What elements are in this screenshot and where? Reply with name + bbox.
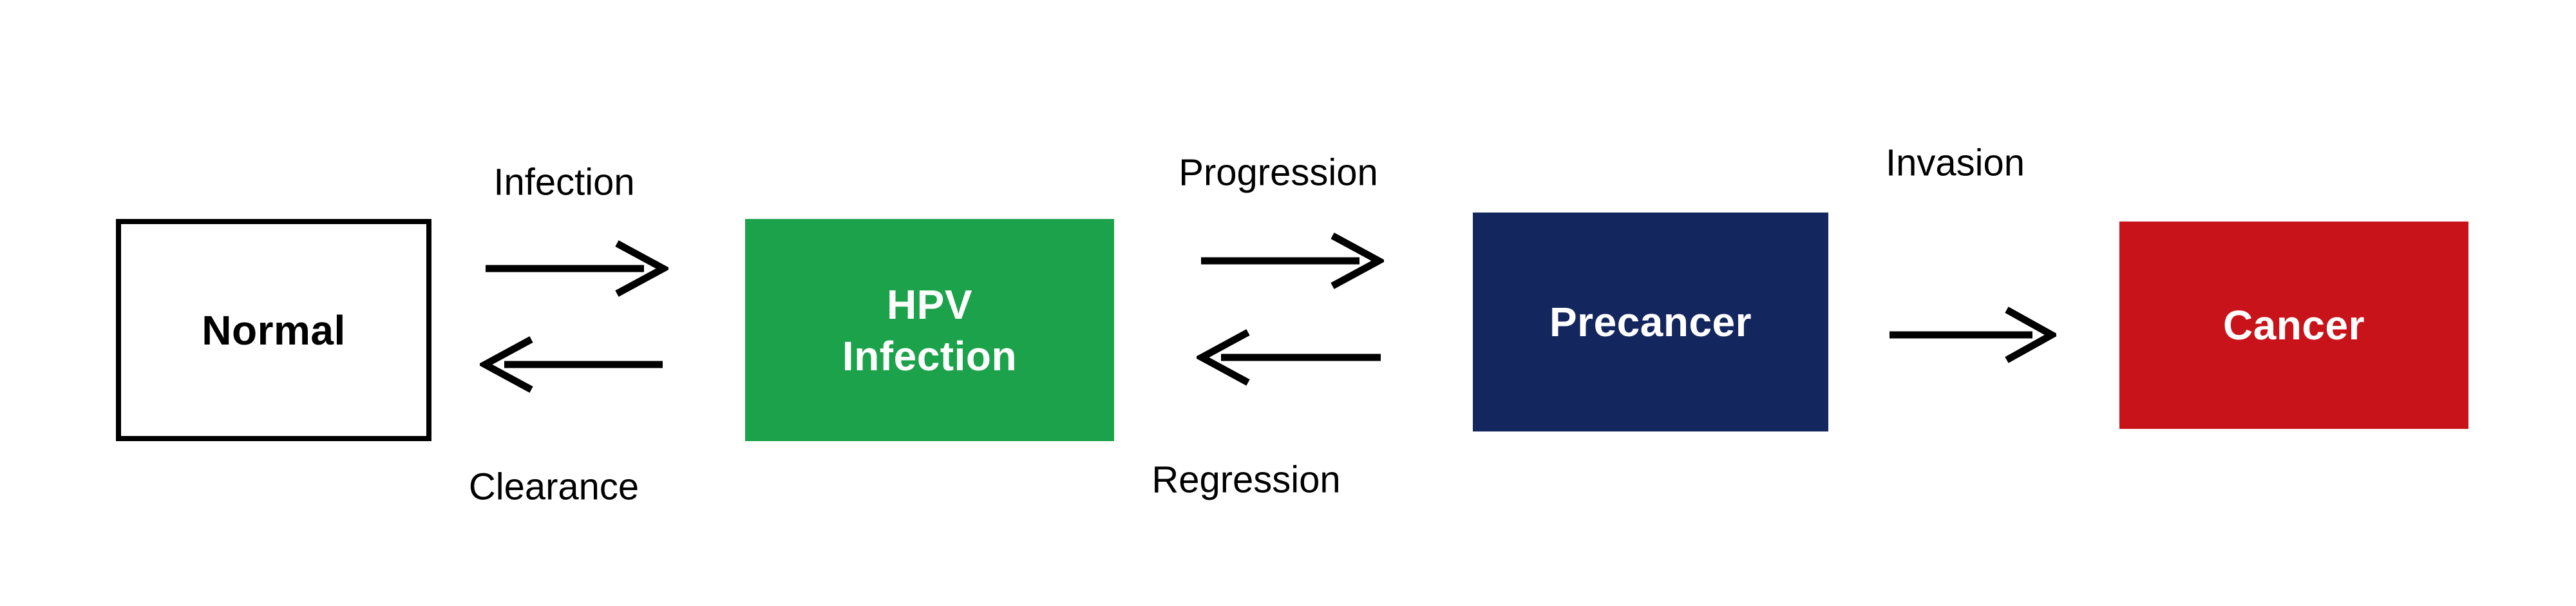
progression-label: Progression <box>1179 151 1378 194</box>
node-precancer-label: Precancer <box>1549 299 1752 345</box>
arrow-head <box>1331 232 1384 289</box>
node-normal-label: Normal <box>202 307 346 354</box>
invasion-arrow-right-icon <box>1889 307 2056 363</box>
arrow-head <box>615 240 668 297</box>
infection-arrow-right-icon <box>486 240 668 297</box>
node-hpv-infection: HPV Infection <box>745 219 1114 441</box>
regression-label: Regression <box>1151 459 1341 501</box>
arrow-head <box>1197 329 1250 386</box>
arrow-head <box>2005 307 2056 363</box>
infection-label: Infection <box>493 161 635 204</box>
clearance-label: Clearance <box>468 466 639 508</box>
progression-arrow-right-icon <box>1201 232 1384 289</box>
node-cancer: Cancer <box>2119 222 2468 429</box>
node-normal: Normal <box>116 219 431 441</box>
node-cancer-label: Cancer <box>2223 302 2365 348</box>
node-precancer: Precancer <box>1473 213 1828 431</box>
arrow-head <box>480 336 533 393</box>
clearance-arrow-left-icon <box>480 336 663 393</box>
invasion-label: Invasion <box>1885 142 2025 184</box>
node-hpv-infection-label: HPV Infection <box>842 281 1018 379</box>
regression-arrow-left-icon <box>1197 329 1381 386</box>
